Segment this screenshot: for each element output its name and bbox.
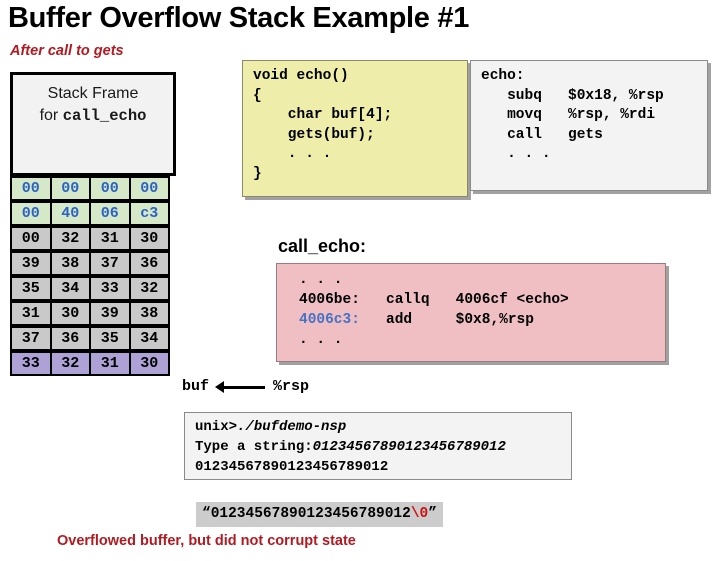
memory-cell: 38 (49, 251, 91, 276)
memory-cell: 31 (89, 226, 131, 251)
memory-cell: 34 (128, 326, 170, 351)
memory-cell: 34 (49, 276, 91, 301)
memory-row-buf: 33 32 31 30 (10, 351, 176, 376)
echo-assembly-box: echo: subq $0x18, %rsp movq %rsp, %rdi c… (470, 60, 708, 191)
memory-row: 00 00 00 00 (10, 176, 176, 201)
asm-dots-top: . . . (299, 272, 343, 288)
memory-row: 00 40 06 c3 (10, 201, 176, 226)
stack-diagram: Stack Frame for call_echo 00 00 00 00 00… (10, 72, 176, 376)
call-echo-assembly-box: . . . 4006be: callq 4006cf <echo> 4006c3… (276, 263, 666, 362)
memory-cell: 00 (89, 176, 131, 201)
asm-addr-4006be: 4006be: (299, 292, 360, 308)
stack-frame-function-name: call_echo (62, 107, 147, 125)
memory-cell: 06 (89, 201, 131, 226)
quoted-string-body: 01234567890123456789012 (210, 506, 411, 522)
memory-cell: 38 (128, 301, 170, 326)
terminal-user-input: 01234567890123456789012 (312, 439, 506, 455)
memory-cell: 40 (49, 201, 91, 226)
memory-cell: 30 (128, 351, 170, 376)
quoted-string-highlight: “01234567890123456789012\0” (196, 502, 443, 527)
stack-frame-box: Stack Frame for call_echo (10, 72, 176, 176)
memory-cell: 31 (89, 351, 131, 376)
close-quote: ” (428, 506, 437, 522)
memory-cell: c3 (128, 201, 170, 226)
bottom-caption: Overflowed buffer, but did not corrupt s… (57, 533, 356, 549)
buf-label: buf (182, 378, 210, 395)
memory-row: 37 36 35 34 (10, 326, 176, 351)
asm-add-instruction: add $0x8,%rsp (359, 312, 534, 328)
buf-rsp-pointer: buf %rsp (182, 378, 309, 395)
asm-callq-instruction: callq 4006cf <echo> (359, 292, 569, 308)
memory-cell: 32 (49, 226, 91, 251)
page-title: Buffer Overflow Stack Example #1 (8, 2, 470, 34)
stack-frame-line-2: for call_echo (40, 104, 147, 128)
memory-cell: 36 (49, 326, 91, 351)
memory-row: 39 38 37 36 (10, 251, 176, 276)
memory-cell: 00 (10, 201, 52, 226)
terminal-echoed-output: 01234567890123456789012 (195, 459, 389, 475)
left-arrow-icon (215, 380, 267, 394)
memory-cell: 37 (89, 251, 131, 276)
after-call-to-gets-label: After call to gets (10, 43, 124, 59)
terminal-command: ./bufdemo-nsp (237, 419, 347, 435)
memory-cell: 32 (49, 351, 91, 376)
call-echo-heading: call_echo: (278, 236, 367, 256)
c-source-code-box: void echo() { char buf[4]; gets(buf); . … (242, 60, 468, 197)
memory-cell: 00 (10, 176, 52, 201)
memory-cell: 00 (49, 176, 91, 201)
memory-cell: 37 (10, 326, 52, 351)
memory-row: 35 34 33 32 (10, 276, 176, 301)
open-quote: “ (202, 506, 211, 522)
memory-cell: 31 (10, 301, 52, 326)
terminal-type-a-string-prompt: Type a string: (195, 439, 313, 455)
memory-cell: 39 (89, 301, 131, 326)
memory-row: 00 32 31 30 (10, 226, 176, 251)
memory-row: 31 30 39 38 (10, 301, 176, 326)
memory-cell: 32 (128, 276, 170, 301)
asm-addr-4006c3-highlighted: 4006c3: (299, 312, 360, 328)
memory-cell: 36 (128, 251, 170, 276)
terminal-output-box: unix>./bufdemo-nsp Type a string:0123456… (184, 412, 572, 480)
null-terminator-escape: \0 (410, 506, 429, 522)
memory-cell: 30 (49, 301, 91, 326)
stack-frame-line-1: Stack Frame (47, 85, 139, 102)
memory-cell: 33 (10, 351, 52, 376)
asm-dots-bottom: . . . (299, 332, 343, 348)
memory-cell: 35 (10, 276, 52, 301)
stack-frame-for-text: for (39, 107, 63, 124)
memory-cell: 30 (128, 226, 170, 251)
memory-cell: 00 (128, 176, 170, 201)
rsp-label: %rsp (273, 378, 310, 395)
memory-cell: 35 (89, 326, 131, 351)
terminal-prompt: unix> (195, 419, 238, 435)
memory-cell: 33 (89, 276, 131, 301)
memory-cell: 39 (10, 251, 52, 276)
memory-cell-null-terminator: 00 (10, 226, 52, 251)
